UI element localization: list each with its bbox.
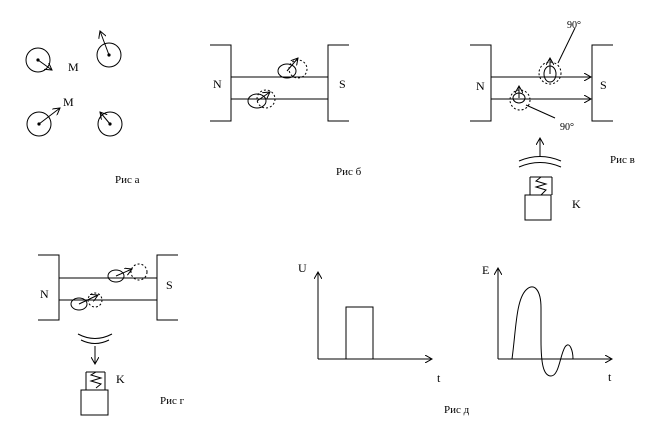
coil-spring: [529, 176, 553, 196]
magnet-3: [26, 108, 60, 137]
pole-s-label: S: [339, 77, 346, 91]
pole-n-bracket: [38, 254, 60, 321]
label-m1: M: [68, 60, 79, 74]
electron-top: [277, 58, 308, 79]
electron-top: [538, 58, 562, 85]
resonator-emitter: [518, 138, 562, 168]
voltage-pulse: [345, 306, 374, 360]
electron-bottom: [509, 86, 531, 111]
figure-a: M M Рис а: [25, 31, 140, 186]
pole-s-label: S: [166, 278, 173, 292]
emf-response-curve: [511, 286, 574, 377]
pole-n-bracket: [210, 44, 232, 122]
electron-bottom: [247, 89, 276, 109]
magnet-1: [25, 47, 52, 73]
coil-base: [80, 389, 109, 416]
pole-n-label: N: [40, 287, 49, 301]
angle-leader-top: [557, 27, 576, 64]
resonator-receiver: [77, 333, 113, 364]
axis-u-label: U: [298, 261, 307, 275]
caption-d: Рис д: [444, 404, 470, 416]
caption-v: Рис в: [610, 154, 635, 166]
axis-e-label: E: [482, 263, 489, 277]
axis-t1-label: t: [437, 371, 441, 385]
pole-s-label: S: [600, 78, 607, 92]
pole-n-bracket: [470, 44, 492, 122]
graph-u: U t: [298, 261, 441, 385]
caption-g: Рис г: [160, 395, 185, 407]
coil-spring: [85, 371, 106, 390]
figure-b: N S Рис б: [210, 44, 362, 178]
graph-e: E t: [482, 263, 612, 384]
caption-a: Рис а: [115, 174, 140, 186]
axis-t2-label: t: [608, 370, 612, 384]
figure-g: N S K Рис г: [38, 254, 185, 416]
angle-bottom-label: 90°: [560, 122, 574, 133]
magnet-2: [96, 31, 122, 68]
caption-b: Рис б: [336, 166, 362, 178]
pole-s-bracket: [591, 44, 613, 122]
pole-s-bracket: [327, 44, 349, 122]
angle-leader-bottom: [525, 104, 556, 119]
angle-top-label: 90°: [567, 20, 581, 31]
pole-n-label: N: [476, 79, 485, 93]
pole-n-label: N: [213, 77, 222, 91]
figure-v: N S 90° 90° Рис в K: [470, 20, 635, 221]
electron-bottom: [70, 292, 103, 311]
magnet-4: [97, 112, 123, 137]
figure-d: U t E t Рис д: [298, 261, 612, 416]
label-m2: M: [63, 95, 74, 109]
coil-label: K: [572, 197, 581, 211]
coil-label: K: [116, 372, 125, 386]
coil-base: [524, 194, 552, 221]
electron-top: [107, 263, 148, 283]
pole-s-bracket: [156, 254, 178, 321]
